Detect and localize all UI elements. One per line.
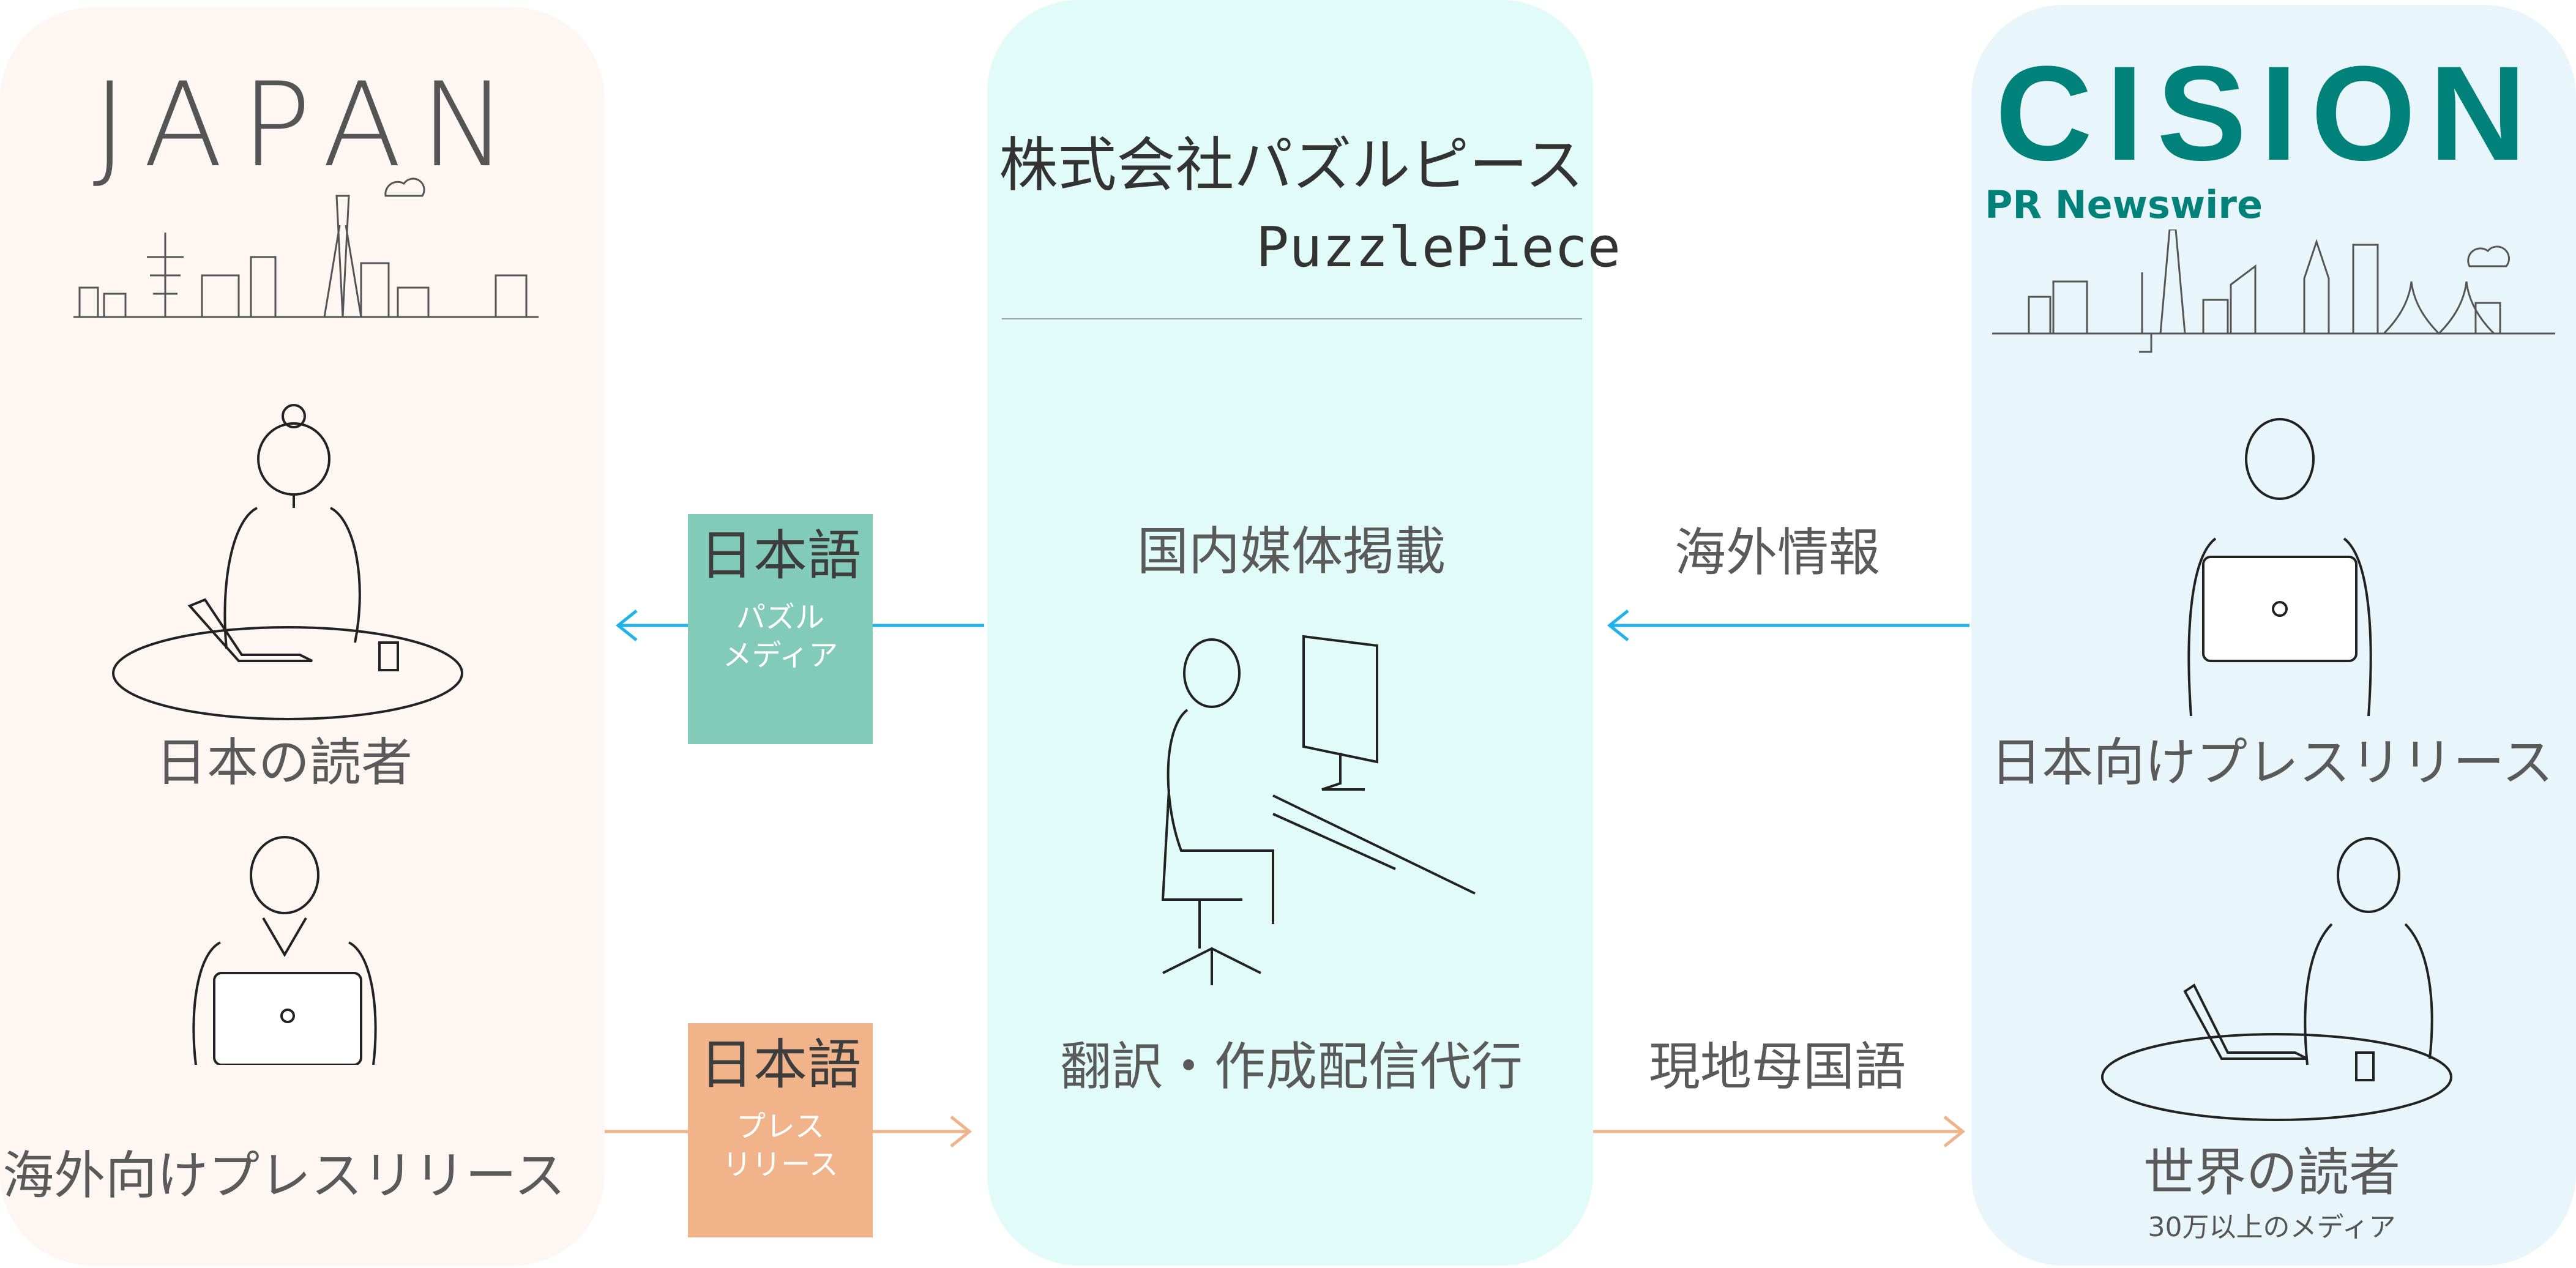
- domestic-media-label: 国内媒体掲載: [1137, 521, 1446, 581]
- overseas-release-label: 海外向けプレスリリース: [2, 1146, 566, 1206]
- woman-laptop-illustration: [2187, 418, 2372, 717]
- pr-newswire-logo: PR Newswire: [1984, 182, 2263, 227]
- media-count-note: 30万以上のメディア: [2148, 1212, 2396, 1243]
- company-name-jp: 株式会社パズルピース: [999, 131, 1584, 200]
- divider: [1002, 318, 1582, 319]
- box-main-label: 日本語: [699, 524, 861, 587]
- woman-laptop-illustration: [112, 404, 463, 720]
- local-language-label: 現地母国語: [1648, 1037, 1906, 1097]
- person-at-computer-illustration: [1161, 635, 1476, 985]
- world-reader-label: 世界の読者: [2143, 1143, 2401, 1203]
- japan-release-label: 日本向けプレスリリース: [1990, 733, 2553, 792]
- arrow-to-center-top: [1607, 610, 1969, 641]
- cision-logo: CISION: [1995, 38, 2540, 188]
- overseas-info-label: 海外情報: [1674, 523, 1881, 583]
- japan-reader-label: 日本の読者: [155, 733, 413, 792]
- man-laptop-table-illustration: [2101, 837, 2452, 1121]
- company-name-en: PuzzlePiece: [1255, 215, 1621, 280]
- japanese-release-box: 日本語 プレスリリース: [688, 1023, 873, 1237]
- puzzlepiece-panel: [987, 0, 1593, 1266]
- arrow-to-world-bottom: [1593, 1116, 1966, 1147]
- box-main-label: 日本語: [699, 1033, 861, 1096]
- man-laptop-illustration: [192, 836, 377, 1065]
- translation-service-label: 翻訳・作成配信代行: [1059, 1037, 1523, 1097]
- box-sub-label: プレスリリース: [722, 1110, 838, 1182]
- japanese-media-box: 日本語 パズルメディア: [688, 514, 873, 744]
- box-sub-label: パズルメディア: [722, 600, 838, 673]
- japan-logo: JAPAN: [92, 58, 526, 193]
- tokyo-skyline-icon: [73, 177, 539, 318]
- newyork-skyline-icon: [1992, 229, 2555, 353]
